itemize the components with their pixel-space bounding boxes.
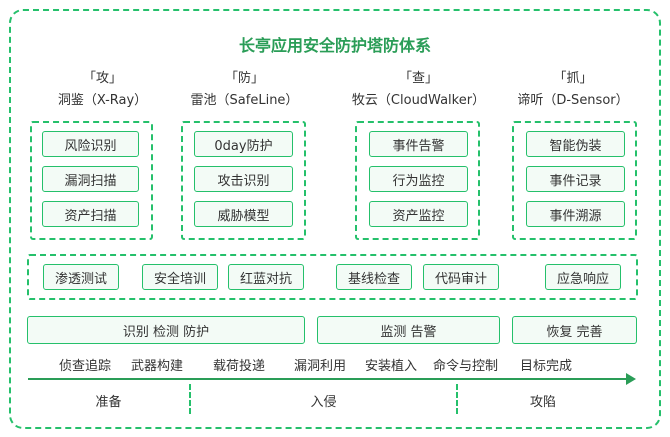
capability-event-tracing[interactable]: 事件溯源 xyxy=(526,201,625,227)
column-bracket: 「抓」 xyxy=(553,71,593,86)
service-code-audit[interactable]: 代码审计 xyxy=(423,264,499,290)
capability-0day-protection[interactable]: 0day防护 xyxy=(194,131,293,157)
column-product-name: 雷池（SafeLine） xyxy=(190,93,299,108)
services-group xyxy=(27,254,638,300)
kill-chain-installation: 安装植入 xyxy=(365,359,418,374)
column-header-inspect: 「查」 牧云（CloudWalker） xyxy=(336,70,501,111)
capability-threat-model[interactable]: 威胁模型 xyxy=(194,201,293,227)
timeline-axis xyxy=(28,378,628,380)
phase-preparation: 准备 xyxy=(95,395,122,410)
capability-asset-scan[interactable]: 资产扫描 xyxy=(42,201,139,227)
capability-group-safeline xyxy=(181,121,306,240)
diagram-title: 长亭应用安全防护塔防体系 xyxy=(238,36,431,55)
service-baseline-check[interactable]: 基线检查 xyxy=(336,264,412,290)
capability-asset-monitor[interactable]: 资产监控 xyxy=(369,201,468,227)
capability-event-alert[interactable]: 事件告警 xyxy=(369,131,468,157)
column-header-defend: 「防」 雷池（SafeLine） xyxy=(172,70,317,111)
capability-vulnerability-scan[interactable]: 漏洞扫描 xyxy=(42,166,139,192)
kill-chain-exploitation: 漏洞利用 xyxy=(294,359,347,374)
capability-group-cloudwalker xyxy=(355,121,480,240)
kill-chain-command-control: 命令与控制 xyxy=(433,359,499,374)
stage-identify-detect-protect[interactable]: 识别 检测 防护 xyxy=(27,316,305,344)
capability-attack-identification[interactable]: 攻击识别 xyxy=(194,166,293,192)
stage-monitor-alert[interactable]: 监测 告警 xyxy=(317,316,500,344)
kill-chain-reconnaissance: 侦查追踪 xyxy=(59,359,112,374)
service-security-training[interactable]: 安全培训 xyxy=(142,264,218,290)
column-bracket: 「防」 xyxy=(224,71,264,86)
service-penetration-test[interactable]: 渗透测试 xyxy=(43,264,119,290)
service-red-blue-exercise[interactable]: 红蓝对抗 xyxy=(228,264,304,290)
capability-smart-disguise[interactable]: 智能伪装 xyxy=(526,131,625,157)
service-emergency-response[interactable]: 应急响应 xyxy=(545,264,621,290)
capability-risk-identification[interactable]: 风险识别 xyxy=(42,131,139,157)
phase-divider xyxy=(456,384,458,414)
phase-intrusion: 入侵 xyxy=(310,395,337,410)
outer-frame xyxy=(9,9,661,429)
column-header-attack: 「攻」 洞鉴（X-Ray） xyxy=(30,70,175,111)
column-product-name: 谛听（D-Sensor） xyxy=(517,93,629,108)
phase-compromise: 攻陷 xyxy=(529,395,556,410)
column-product-name: 洞鉴（X-Ray） xyxy=(57,93,148,108)
capability-event-record[interactable]: 事件记录 xyxy=(526,166,625,192)
column-bracket: 「查」 xyxy=(398,71,438,86)
capability-group-dsensor xyxy=(512,121,637,240)
kill-chain-actions-on-objectives: 目标完成 xyxy=(520,359,573,374)
column-header-catch: 「抓」 谛听（D-Sensor） xyxy=(498,70,648,111)
stage-recover-improve[interactable]: 恢复 完善 xyxy=(512,316,637,344)
kill-chain-weaponization: 武器构建 xyxy=(131,359,184,374)
column-bracket: 「攻」 xyxy=(82,71,122,86)
capability-behavior-monitor[interactable]: 行为监控 xyxy=(369,166,468,192)
column-product-name: 牧云（CloudWalker） xyxy=(351,93,486,108)
arrow-right-icon xyxy=(626,373,636,385)
kill-chain-delivery: 载荷投递 xyxy=(213,359,266,374)
phase-divider xyxy=(189,384,191,414)
capability-group-xray xyxy=(30,121,153,240)
